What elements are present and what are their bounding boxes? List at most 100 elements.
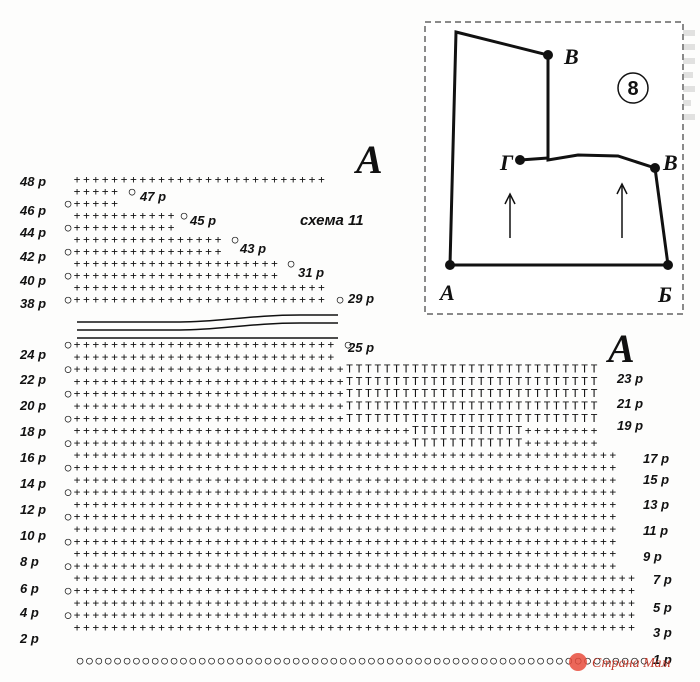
single-crochet-symbol: +: [186, 293, 193, 306]
single-crochet-symbol: +: [318, 596, 325, 609]
chain-stitch-symbol: ○: [232, 233, 239, 246]
single-crochet-symbol: +: [299, 486, 306, 499]
single-crochet-symbol: +: [158, 449, 165, 462]
single-crochet-symbol: +: [403, 547, 410, 560]
row-label: 45 р: [189, 213, 216, 228]
single-crochet-symbol: +: [600, 559, 607, 572]
single-crochet-symbol: +: [186, 609, 193, 622]
single-crochet-symbol: +: [149, 510, 156, 523]
half-double-crochet-symbol: T: [487, 375, 494, 388]
row-label: 15 р: [643, 472, 669, 487]
half-double-crochet-symbol: T: [459, 412, 466, 425]
single-crochet-symbol: +: [356, 535, 363, 548]
single-crochet-symbol: +: [233, 281, 240, 294]
single-crochet-symbol: +: [544, 572, 551, 585]
single-crochet-symbol: +: [318, 621, 325, 634]
single-crochet-symbol: +: [205, 257, 212, 270]
single-crochet-symbol: +: [468, 596, 475, 609]
single-crochet-symbol: +: [92, 245, 99, 258]
single-crochet-symbol: +: [309, 596, 316, 609]
single-crochet-symbol: +: [102, 510, 109, 523]
single-crochet-symbol: +: [111, 609, 118, 622]
single-crochet-symbol: +: [327, 584, 334, 597]
half-double-crochet-symbol: T: [506, 412, 513, 425]
single-crochet-symbol: +: [581, 449, 588, 462]
chain-stitch-symbol: ○: [321, 654, 328, 667]
single-crochet-symbol: +: [515, 572, 522, 585]
left-row-labels: 48 р 46 р 44 р 42 р 40 р 38 р 24 р 22 р …: [19, 174, 46, 646]
single-crochet-symbol: +: [553, 436, 560, 449]
single-crochet-symbol: +: [139, 424, 146, 437]
single-crochet-symbol: +: [318, 584, 325, 597]
single-crochet-symbol: +: [346, 473, 353, 486]
single-crochet-symbol: +: [243, 173, 250, 186]
single-crochet-symbol: +: [158, 547, 165, 560]
single-crochet-symbol: +: [497, 498, 504, 511]
single-crochet-symbol: +: [271, 269, 278, 282]
single-crochet-symbol: +: [205, 293, 212, 306]
single-crochet-symbol: +: [92, 185, 99, 198]
single-crochet-symbol: +: [384, 449, 391, 462]
single-crochet-symbol: +: [74, 257, 81, 270]
single-crochet-symbol: +: [290, 535, 297, 548]
half-double-crochet-symbol: T: [534, 375, 541, 388]
single-crochet-symbol: +: [215, 338, 222, 351]
single-crochet-symbol: +: [271, 486, 278, 499]
row-label: 7 р: [653, 572, 672, 587]
single-crochet-symbol: +: [158, 338, 165, 351]
row-label: 38 р: [20, 296, 46, 311]
half-double-crochet-symbol: T: [412, 436, 419, 449]
single-crochet-symbol: +: [186, 269, 193, 282]
row-label: 47 р: [139, 189, 166, 204]
single-crochet-symbol: +: [215, 584, 222, 597]
single-crochet-symbol: +: [299, 400, 306, 413]
single-crochet-symbol: +: [83, 523, 90, 536]
single-crochet-symbol: +: [337, 387, 344, 400]
single-crochet-symbol: +: [271, 559, 278, 572]
single-crochet-symbol: +: [374, 449, 381, 462]
half-double-crochet-symbol: T: [515, 363, 522, 376]
single-crochet-symbol: +: [600, 486, 607, 499]
single-crochet-symbol: +: [243, 621, 250, 634]
single-crochet-symbol: +: [374, 461, 381, 474]
single-crochet-symbol: +: [412, 486, 419, 499]
single-crochet-symbol: +: [205, 233, 212, 246]
half-double-crochet-symbol: T: [497, 363, 504, 376]
single-crochet-symbol: +: [337, 510, 344, 523]
single-crochet-symbol: +: [243, 363, 250, 376]
single-crochet-symbol: +: [196, 510, 203, 523]
single-crochet-symbol: +: [572, 473, 579, 486]
half-double-crochet-symbol: T: [412, 363, 419, 376]
single-crochet-symbol: +: [243, 523, 250, 536]
single-crochet-symbol: +: [628, 596, 635, 609]
single-crochet-symbol: +: [262, 257, 269, 270]
half-double-crochet-symbol: T: [581, 375, 588, 388]
single-crochet-symbol: +: [365, 584, 372, 597]
half-double-crochet-symbol: T: [468, 436, 475, 449]
single-crochet-symbol: +: [243, 293, 250, 306]
single-crochet-symbol: +: [177, 257, 184, 270]
single-crochet-symbol: +: [130, 596, 137, 609]
half-double-crochet-symbol: T: [440, 387, 447, 400]
single-crochet-symbol: +: [177, 621, 184, 634]
single-crochet-symbol: +: [121, 424, 128, 437]
single-crochet-symbol: +: [196, 400, 203, 413]
single-crochet-symbol: +: [515, 461, 522, 474]
single-crochet-symbol: +: [290, 350, 297, 363]
single-crochet-symbol: +: [412, 535, 419, 548]
single-crochet-symbol: +: [468, 523, 475, 536]
chain-stitch-symbol: ○: [65, 535, 72, 548]
half-double-crochet-symbol: T: [468, 412, 475, 425]
single-crochet-symbol: +: [393, 584, 400, 597]
half-double-crochet-symbol: T: [525, 363, 532, 376]
watermark-text: Страна Мам: [592, 656, 671, 671]
single-crochet-symbol: +: [309, 375, 316, 388]
single-crochet-symbol: +: [186, 596, 193, 609]
single-crochet-symbol: +: [243, 559, 250, 572]
row-label: 1 р: [653, 652, 672, 667]
half-double-crochet-symbol: T: [478, 400, 485, 413]
single-crochet-symbol: +: [262, 510, 269, 523]
single-crochet-symbol: +: [196, 245, 203, 258]
single-crochet-symbol: +: [215, 596, 222, 609]
single-crochet-symbol: +: [487, 461, 494, 474]
